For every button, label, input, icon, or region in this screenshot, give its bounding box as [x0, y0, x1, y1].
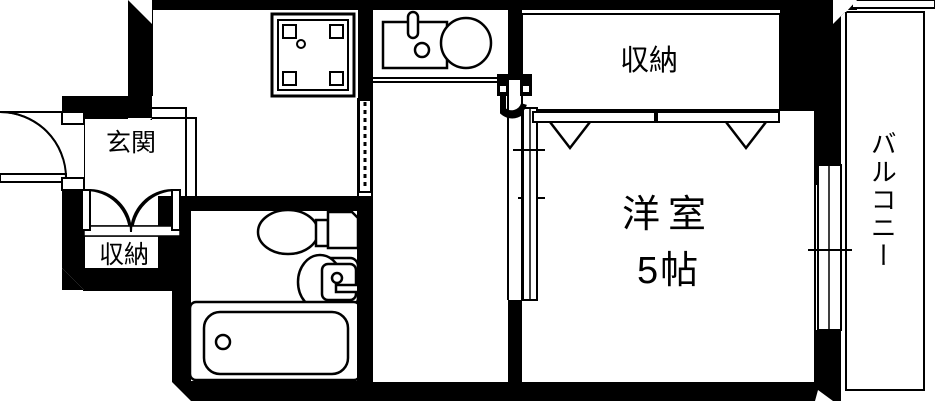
bathtub-icon — [202, 310, 350, 376]
top-layer-details — [0, 74, 852, 383]
label-balcony: バルコニー — [867, 130, 898, 270]
kitchen-fixtures — [381, 10, 493, 70]
toilet-tank-icon — [326, 210, 360, 250]
tub-drain-icon — [214, 333, 232, 351]
label-entrance-closet: 収納 — [99, 241, 150, 269]
basin-drain-icon — [330, 271, 344, 285]
toilet-neck-icon — [314, 218, 330, 248]
label-bedroom-name: 洋室 — [622, 194, 715, 236]
washing-machine-pan — [270, 12, 356, 98]
faucet-icon — [406, 10, 420, 40]
label-bedroom-size: 5帖 — [637, 250, 701, 292]
stove-burner-icon — [439, 16, 493, 70]
label-bedroom-closet: 収納 — [620, 45, 679, 77]
drain-hole-icon — [296, 39, 306, 49]
toilet-bowl-icon — [256, 208, 320, 256]
label-entrance: 玄関 — [106, 129, 157, 157]
hanger-mark-right — [725, 121, 767, 151]
sink-drain-icon — [413, 41, 431, 59]
hanger-mark-left — [549, 121, 591, 151]
wall-overdraw — [61, 0, 857, 401]
